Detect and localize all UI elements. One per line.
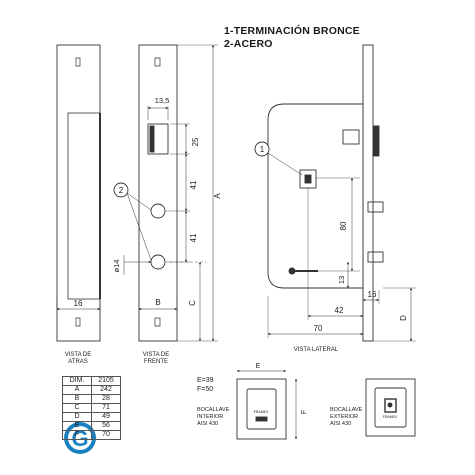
header-line-2: 2-ACERO [224,38,273,50]
note-e: E=39 [197,377,214,384]
table-row: D 49 [62,412,121,422]
caption-back-l2: ATRAS [68,359,88,365]
table-row: C 71 [62,403,121,413]
esc-int-label-1: BOCALLAVE [197,407,230,413]
table-row: F 70 [62,430,121,440]
escutcheon-exterior [365,378,416,437]
table-header-row: DIM. 2105 [62,376,121,386]
table-cell: D [62,412,92,422]
note-f: F=50 [197,386,213,393]
table-cell: 49 [91,412,121,422]
dim-a: A [213,193,222,199]
dim-41-top: 41 [189,180,198,189]
caption-back-l1: VISTA DE [65,352,92,358]
table-cell: 71 [91,403,121,413]
caption-side: VISTA LATERAL [294,347,339,353]
dim-25: 25 [191,137,200,146]
dim-phi14: ø14 [112,260,121,273]
back-view [56,44,101,342]
esc-int-f: F [301,410,308,414]
table-cell: F [62,430,92,440]
table-cell: 70 [91,430,121,440]
dim-80: 80 [339,221,348,230]
table-cell: 242 [91,385,121,395]
dimension-table: DIM. 2105 A 242 B 28 C 71 D 49 E 56 F 70 [62,376,121,440]
caption-front-l1: VISTA DE [143,352,170,358]
table-row: A 242 [62,385,121,395]
dim-13-5: 13,5 [155,96,170,105]
table-cell: E [62,421,92,431]
table-cell: C [62,403,92,413]
esc-int-label-2: INTERIOR [197,414,223,420]
dim-16-back: 16 [74,299,83,308]
callout-1: 1 [260,145,265,154]
dim-13: 13 [337,276,346,284]
dim-c: C [188,300,197,306]
table-cell: B [62,394,92,404]
esc-int-brand: FRAMEX [254,410,269,414]
dim-41-bottom: 41 [189,233,198,242]
table-cell: 56 [91,421,121,431]
dim-42: 42 [335,306,344,315]
front-view [113,44,218,342]
dim-70: 70 [314,324,323,333]
esc-int-label-3: AISI 430 [197,421,218,427]
table-header-cell: DIM. [62,376,92,386]
dim-b: B [155,298,160,307]
caption-front-l2: FRENTE [144,359,168,365]
dim-d: D [399,315,408,321]
esc-ext-label-3: AISI 430 [330,421,351,427]
table-cell: 28 [91,394,121,404]
header-line-1: 1-TERMINACIÓN BRONCE [224,25,360,37]
esc-ext-label-1: BOCALLAVE [330,407,363,413]
dim-16-side: 16 [368,290,377,299]
table-cell: A [62,385,92,395]
esc-ext-label-2: EXTERIOR [330,414,358,420]
escutcheon-interior [236,369,298,440]
callout-2: 2 [119,186,124,195]
table-row: E 56 [62,421,121,431]
esc-int-e: E [256,363,261,370]
esc-ext-brand: FRAMEX [383,415,398,419]
table-row: B 28 [62,394,121,404]
table-header-cell: 2105 [91,376,121,386]
side-view [254,44,416,342]
